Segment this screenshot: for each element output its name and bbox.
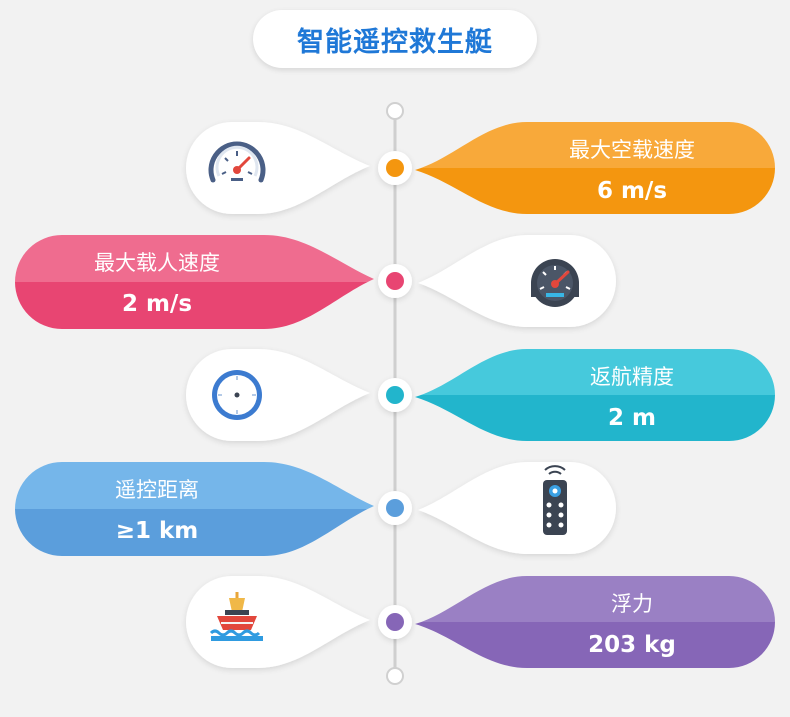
spec-value-buoyancy: 203 kg: [588, 632, 676, 658]
spec-label-return-accuracy: 返航精度: [590, 365, 674, 389]
timeline-end-node: [386, 667, 404, 685]
speedometer-icon: [208, 141, 266, 183]
title-pill: 智能遥控救生艇: [253, 10, 537, 68]
timeline-dot-4: [386, 499, 404, 517]
icon-bubble-2: [418, 235, 616, 327]
spec-label-buoyancy: 浮力: [611, 592, 653, 616]
buoy-icon: [209, 592, 263, 641]
timeline-dot-1: [386, 159, 404, 177]
dark-speedometer-icon: [531, 259, 579, 307]
icon-bubble-5: [186, 576, 370, 668]
spec-value-remote-range: ≥1 km: [115, 518, 199, 544]
compass-icon: [212, 370, 262, 420]
timeline-start-node: [386, 102, 404, 120]
timeline-dot-5: [386, 613, 404, 631]
spec-value-max-empty-speed: 6 m/s: [596, 178, 668, 204]
spec-bubble-4: [15, 462, 374, 556]
spec-bubble-5: [415, 576, 775, 668]
spec-label-remote-range: 遥控距离: [115, 478, 199, 502]
page-title: 智能遥控救生艇: [297, 26, 493, 58]
spec-bubble-2: [15, 235, 374, 329]
remote-control-icon: [543, 465, 567, 535]
spec-label-max-empty-speed: 最大空载速度: [569, 138, 695, 162]
spec-value-return-accuracy: 2 m: [608, 405, 656, 431]
spec-bubble-3: [415, 349, 775, 441]
spec-label-max-loaded-speed: 最大载人速度: [94, 251, 220, 275]
icon-bubble-4: [418, 462, 616, 554]
spec-bubble-1: [415, 122, 775, 214]
timeline-dot-3: [386, 386, 404, 404]
timeline-dot-2: [386, 272, 404, 290]
spec-value-max-loaded-speed: 2 m/s: [121, 291, 193, 317]
